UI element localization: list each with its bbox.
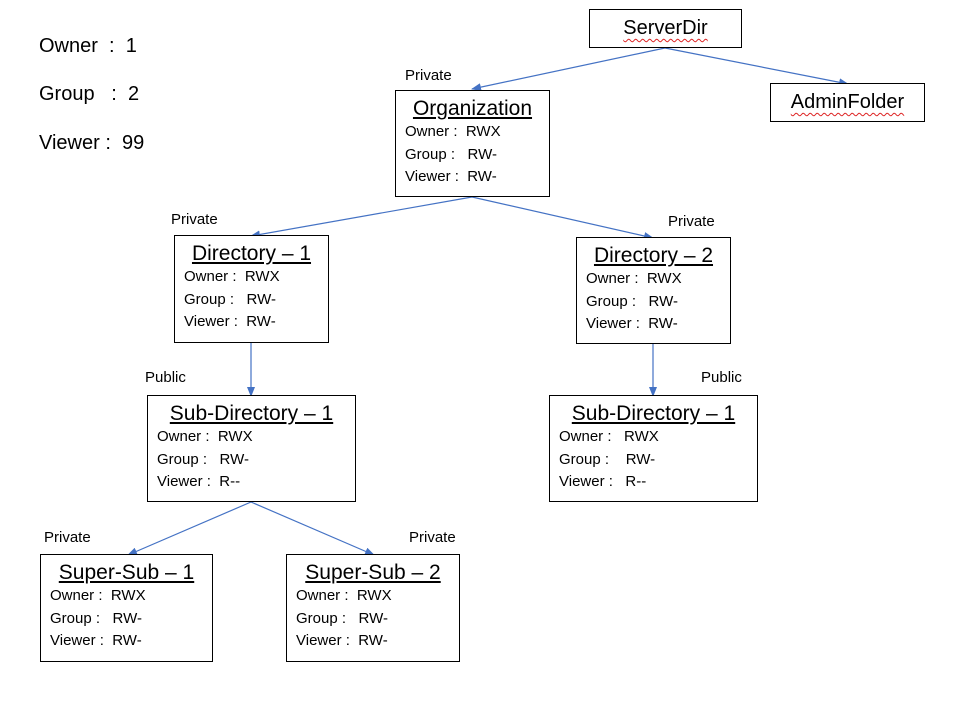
legend-group: Group : 2: [39, 83, 140, 105]
perm-group: Group : RW-: [405, 145, 497, 163]
perm-owner: Owner : RWX: [586, 270, 682, 287]
visibility-label-organization: Private: [405, 67, 452, 84]
node-directory1[interactable]: Directory – 1 Owner : RWX Group : RW- Vi…: [174, 235, 329, 343]
node-title: Super-Sub – 1: [58, 561, 195, 584]
node-organization[interactable]: Organization Owner : RWX Group : RW- Vie…: [395, 90, 550, 197]
node-directory2[interactable]: Directory – 2 Owner : RWX Group : RW- Vi…: [576, 237, 731, 344]
perm-group: Group : RW-: [50, 609, 142, 627]
perm-group: Group : RW-: [157, 450, 249, 468]
edge-organization-directory1: [250, 196, 473, 239]
node-adminfolder[interactable]: AdminFolder: [770, 83, 925, 122]
node-title: Sub-Directory – 1: [571, 402, 736, 425]
perm-viewer: Viewer : R--: [559, 473, 647, 490]
perm-viewer: Viewer : RW-: [50, 632, 142, 649]
perm-viewer: Viewer : R--: [157, 473, 241, 490]
perm-group: Group : RW-: [586, 292, 678, 310]
perm-viewer: Viewer : RW-: [586, 315, 678, 332]
visibility-label-subdir2: Public: [701, 369, 742, 386]
perm-owner: Owner : RWX: [50, 587, 146, 604]
node-title: AdminFolder: [790, 91, 905, 113]
visibility-label-subdir1: Public: [145, 369, 186, 386]
visibility-label-directory1: Private: [171, 211, 218, 228]
visibility-label-directory2: Private: [668, 213, 715, 230]
edge-subdir1-supersub1: [127, 501, 252, 556]
edge-organization-directory2: [471, 196, 654, 240]
perm-group: Group : RW-: [184, 290, 276, 308]
perm-owner: Owner : RWX: [296, 587, 392, 604]
perm-viewer: Viewer : RW-: [184, 313, 276, 330]
node-title: Super-Sub – 2: [305, 561, 441, 584]
node-serverdir[interactable]: ServerDir: [589, 9, 742, 48]
node-title: Directory – 2: [593, 244, 714, 267]
edge-serverdir-adminfolder: [664, 47, 849, 87]
perm-group: Group : RW-: [296, 609, 388, 627]
perm-viewer: Viewer : RW-: [296, 632, 388, 649]
node-subdir1[interactable]: Sub-Directory – 1 Owner : RWX Group : RW…: [147, 395, 356, 502]
node-title: Organization: [412, 97, 533, 120]
perm-owner: Owner : RWX: [184, 268, 280, 285]
legend-viewer: Viewer : 99: [39, 132, 145, 154]
edge-serverdir-organization: [471, 47, 666, 92]
legend-owner: Owner : 1: [39, 35, 137, 57]
perm-group: Group : RW-: [559, 450, 656, 468]
node-title: Directory – 1: [191, 242, 312, 265]
node-title: Sub-Directory – 1: [169, 402, 334, 425]
node-subdir2[interactable]: Sub-Directory – 1 Owner : RWX Group : RW…: [549, 395, 758, 502]
perm-owner: Owner : RWX: [559, 428, 659, 445]
visibility-label-supersub2: Private: [409, 529, 456, 546]
perm-viewer: Viewer : RW-: [405, 168, 497, 185]
node-title: ServerDir: [623, 17, 708, 39]
visibility-label-supersub1: Private: [44, 529, 91, 546]
perm-owner: Owner : RWX: [405, 123, 501, 140]
edge-subdir1-supersub2: [250, 501, 375, 556]
node-supersub1[interactable]: Super-Sub – 1 Owner : RWX Group : RW- Vi…: [40, 554, 213, 662]
node-supersub2[interactable]: Super-Sub – 2 Owner : RWX Group : RW- Vi…: [286, 554, 460, 662]
perm-owner: Owner : RWX: [157, 428, 253, 445]
